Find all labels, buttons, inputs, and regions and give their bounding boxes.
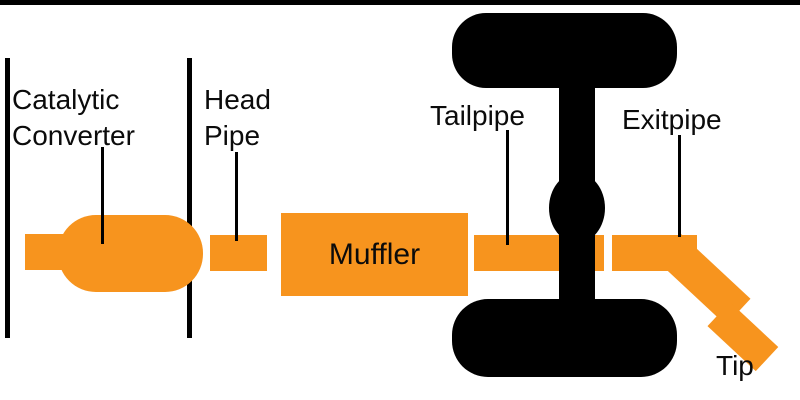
tip-label: Tip — [716, 350, 754, 381]
frame-top-line — [0, 0, 800, 5]
tailpipe-label: Tailpipe — [430, 100, 525, 131]
differential — [549, 173, 605, 243]
exitpipe-label: Exitpipe — [622, 104, 722, 135]
frame-left-line — [5, 58, 10, 338]
head-pipe-label: Head Pipe — [204, 82, 271, 154]
head-pipe-label-line1: Head — [204, 84, 271, 115]
catalytic-converter-label-line1: Catalytic — [12, 84, 120, 115]
muffler-label: Muffler — [328, 237, 421, 271]
head-pipe-pointer-line — [235, 152, 238, 241]
tailpipe-pointer-line — [506, 130, 509, 245]
muffler-shape: Muffler — [281, 213, 468, 296]
catalytic-converter-pointer-line — [101, 147, 104, 244]
frame-mid-line — [187, 58, 192, 338]
head-pipe-shape — [210, 235, 267, 271]
tire-top — [452, 13, 677, 88]
catalytic-converter-shape — [58, 215, 203, 292]
exitpipe-pointer-line — [678, 135, 681, 237]
catalytic-converter-label: Catalytic Converter — [12, 82, 135, 154]
head-pipe-label-line2: Pipe — [204, 120, 261, 151]
tire-bottom — [452, 299, 677, 377]
catalytic-converter-label-line2: Converter — [12, 120, 135, 151]
